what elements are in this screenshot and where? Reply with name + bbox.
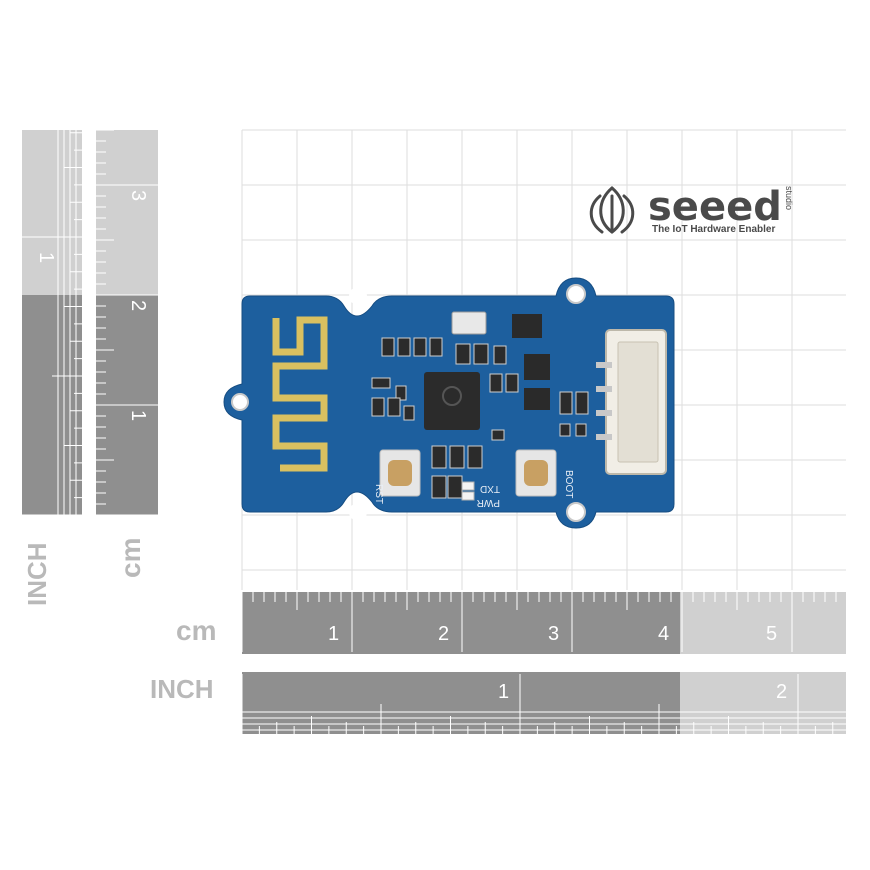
horizontal-cm-ruler: 1 2 3 4 5 <box>241 592 848 654</box>
regulator-ic <box>512 314 542 338</box>
h-cm-number-5: 5 <box>766 623 777 645</box>
seeed-logo: seeed studio The IoT Hardware Enabler <box>589 184 794 235</box>
pcb-antenna <box>272 316 328 472</box>
mount-hole-bottom <box>566 502 586 522</box>
v-cm-number-2: 2 <box>127 300 149 311</box>
h-inch-number-2: 2 <box>776 681 787 703</box>
smd-component <box>455 343 471 365</box>
esp-chip <box>424 372 480 430</box>
silk-boot: BOOT <box>563 470 574 498</box>
crystal <box>451 311 487 335</box>
brand-studio-label: studio <box>784 186 794 210</box>
smd-component <box>559 423 571 437</box>
smd-component <box>403 405 415 421</box>
smd-component <box>387 397 401 417</box>
brand-tagline: The IoT Hardware Enabler <box>652 224 775 235</box>
vertical-inch-ruler: 1 <box>22 114 82 516</box>
smd-component <box>489 373 503 393</box>
grove-uart-wifi-board: RST BOOT TXD PWR <box>223 277 675 529</box>
smd-component <box>575 423 587 437</box>
v-cm-number-1: 1 <box>127 410 149 421</box>
h-cm-number-3: 3 <box>548 623 559 645</box>
mount-hole-top-left <box>349 287 367 305</box>
smd-component <box>371 397 385 417</box>
horizontal-inch-ruler: 1 2 <box>241 672 851 734</box>
silk-pwr: PWR <box>477 497 500 508</box>
passive-components <box>371 337 589 499</box>
smd-component <box>473 343 489 365</box>
esp-chip-logo <box>442 386 462 406</box>
h-cm-label: cm <box>176 615 216 646</box>
mount-hole-bottom-left <box>349 503 367 521</box>
smd-component <box>449 445 465 469</box>
v-inch-label: INCH <box>22 542 52 606</box>
h-cm-number-1: 1 <box>328 623 339 645</box>
pwr-led <box>461 491 475 501</box>
smd-component <box>559 391 573 415</box>
mount-hole-top <box>566 284 586 304</box>
smd-component <box>395 385 407 401</box>
mount-hole-left <box>231 393 249 411</box>
smd-component <box>381 337 395 357</box>
flash-ic <box>524 388 550 410</box>
smd-component <box>397 337 411 357</box>
v-cm-label: cm <box>115 538 146 578</box>
smd-component <box>429 337 443 357</box>
h-cm-number-2: 2 <box>438 623 449 645</box>
v-inch-number-1: 1 <box>35 252 57 263</box>
smd-component <box>431 445 447 469</box>
smd-component <box>413 337 427 357</box>
smd-component <box>493 345 507 365</box>
txd-led <box>461 481 475 491</box>
smd-component <box>505 373 519 393</box>
silk-rst: RST <box>373 484 384 504</box>
v-cm-number-3: 3 <box>127 190 149 201</box>
h-inch-label: INCH <box>150 674 214 704</box>
smd-component <box>575 391 589 415</box>
smd-component <box>371 377 391 389</box>
rst-button <box>379 449 421 497</box>
smd-component <box>447 475 463 499</box>
grove-connector <box>596 329 667 475</box>
brand-name: seeed <box>648 184 782 230</box>
smd-component <box>431 475 447 499</box>
h-cm-number-4: 4 <box>658 623 669 645</box>
h-inch-number-1: 1 <box>498 681 509 703</box>
smd-component <box>467 445 483 469</box>
vertical-cm-ruler: 3 2 1 <box>96 129 158 516</box>
seeed-leaf-icon <box>589 186 635 234</box>
smd-component <box>491 429 505 441</box>
small-ic <box>524 354 550 380</box>
silk-txd: TXD <box>480 483 500 494</box>
boot-button <box>515 449 557 497</box>
